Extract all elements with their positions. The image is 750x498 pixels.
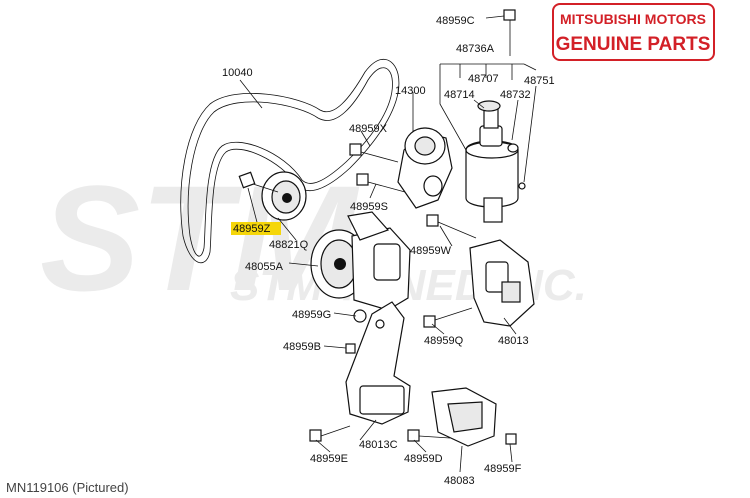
part-number-caption: MN119106 (Pictured) bbox=[6, 480, 129, 495]
label-48083[interactable]: 48083 bbox=[444, 475, 475, 487]
part-labels: 10040 14300 48959X 48959S 48959Z 48821Q … bbox=[222, 15, 555, 487]
label-48013c[interactable]: 48013C bbox=[359, 439, 398, 451]
label-14300[interactable]: 14300 bbox=[395, 85, 426, 97]
reservoir-tank-icon bbox=[465, 100, 526, 223]
label-48732[interactable]: 48732 bbox=[500, 89, 531, 101]
label-48959s[interactable]: 48959S bbox=[350, 201, 388, 213]
bolt-48959s-icon bbox=[356, 173, 406, 193]
leader-lines bbox=[239, 15, 537, 473]
label-48013[interactable]: 48013 bbox=[498, 335, 529, 347]
label-48959b[interactable]: 48959B bbox=[283, 341, 321, 353]
label-48959d[interactable]: 48959D bbox=[404, 453, 443, 465]
bolt-48959c-icon bbox=[503, 9, 516, 36]
bolt-48959d-icon bbox=[407, 429, 451, 442]
watermark-big-text: STM bbox=[40, 154, 360, 322]
label-48821q[interactable]: 48821Q bbox=[269, 239, 309, 251]
label-48959q[interactable]: 48959Q bbox=[424, 335, 464, 347]
bolt-48959q-icon bbox=[423, 307, 473, 328]
bolt-48959f-icon bbox=[505, 433, 517, 445]
label-48736a[interactable]: 48736A bbox=[456, 43, 495, 55]
badge-brand-text: MITSUBISHI MOTORS bbox=[560, 11, 706, 27]
badge-genuine-text: GENUINE PARTS bbox=[556, 34, 711, 55]
label-48959z[interactable]: 48959Z bbox=[233, 223, 271, 235]
label-48751[interactable]: 48751 bbox=[524, 75, 555, 87]
genuine-parts-badge: MITSUBISHI MOTORS GENUINE PARTS bbox=[552, 3, 715, 61]
label-48959g[interactable]: 48959G bbox=[292, 309, 331, 321]
belt-tensioner-icon bbox=[397, 127, 453, 209]
power-steering-pump-icon bbox=[310, 211, 411, 311]
label-48707[interactable]: 48707 bbox=[468, 73, 499, 85]
label-48055a[interactable]: 48055A bbox=[245, 261, 284, 273]
pump-bracket-48013-icon bbox=[469, 239, 535, 327]
bracket-48083-icon bbox=[431, 387, 497, 447]
label-48959c[interactable]: 48959C bbox=[436, 15, 475, 27]
label-48959x[interactable]: 48959X bbox=[349, 123, 388, 135]
label-48959w[interactable]: 48959W bbox=[410, 245, 452, 257]
pump-bracket-48013c-icon bbox=[345, 301, 411, 425]
bolt-48959e-icon bbox=[309, 425, 351, 442]
bolt-48959b-icon bbox=[345, 343, 356, 354]
bolt-48959w-icon bbox=[426, 214, 477, 239]
bolt-48959x-icon bbox=[349, 143, 399, 163]
idler-pulley-icon bbox=[261, 171, 307, 221]
label-48959e[interactable]: 48959E bbox=[310, 453, 348, 465]
label-10040[interactable]: 10040 bbox=[222, 67, 253, 79]
badge-frame bbox=[552, 3, 715, 61]
label-48959f[interactable]: 48959F bbox=[484, 463, 522, 475]
drive-belt-icon bbox=[180, 59, 400, 264]
highlight-48959z bbox=[231, 222, 281, 235]
label-48714[interactable]: 48714 bbox=[444, 89, 475, 101]
bolt-48959z-icon bbox=[238, 171, 279, 193]
